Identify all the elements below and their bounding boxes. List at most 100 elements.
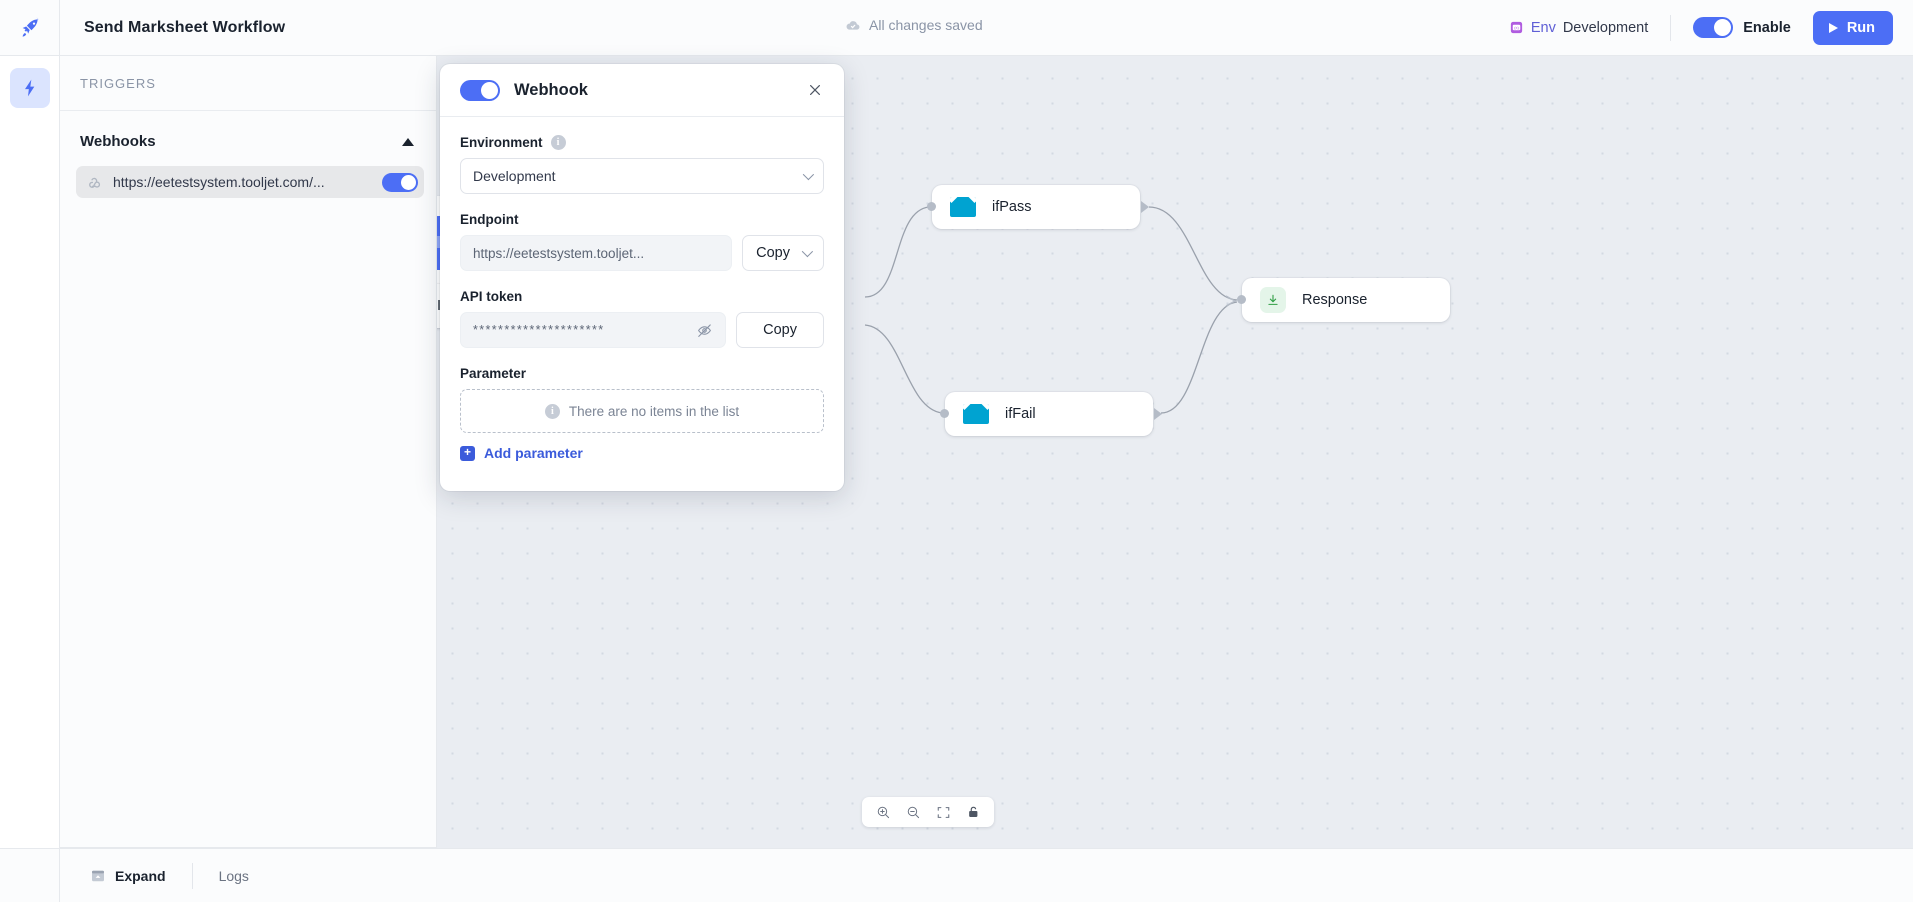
api-token-input[interactable]: *********************: [460, 312, 727, 348]
sidebar-heading: TRIGGERS: [60, 56, 436, 111]
eye-off-icon[interactable]: [696, 322, 713, 339]
api-token-label: API token: [460, 289, 523, 304]
run-button-label: Run: [1846, 19, 1875, 36]
zoom-in-button[interactable]: [870, 799, 896, 825]
top-bar-actions: (x) Env Development Enable Run: [1509, 0, 1893, 55]
divider: [1670, 14, 1672, 41]
svg-text:(x): (x): [1514, 25, 1519, 30]
play-icon: [1828, 22, 1838, 33]
mail-icon: [950, 197, 976, 217]
expand-label: Expand: [115, 867, 166, 884]
plus-square-icon: +: [460, 445, 475, 461]
endpoint-input[interactable]: https://eetestsystem.tooljet...: [460, 235, 733, 271]
environment-label: Env: [1530, 19, 1556, 36]
info-icon: i: [544, 403, 560, 419]
zoom-out-button[interactable]: [900, 799, 926, 825]
lightning-bolt-icon: [24, 79, 34, 97]
canvas-controls: [862, 797, 994, 827]
save-status: All changes saved: [845, 17, 983, 33]
add-parameter-button[interactable]: + Add parameter: [460, 445, 824, 461]
field-label: Environment i: [460, 135, 824, 150]
chevron-down-icon[interactable]: [801, 245, 814, 258]
response-icon: [1260, 287, 1286, 313]
panel-title: Webhook: [514, 80, 588, 99]
variable-icon: (x): [1510, 21, 1522, 34]
api-token-value: *********************: [473, 323, 605, 337]
environment-select[interactable]: Development: [460, 158, 824, 194]
node-input-handle[interactable]: [940, 409, 949, 418]
logs-label: Logs: [218, 867, 249, 884]
endpoint-value: https://eetestsystem.tooljet...: [473, 245, 645, 261]
zoom-out-icon: [907, 806, 919, 818]
node-ifpass[interactable]: ifPass: [927, 185, 1149, 229]
run-button[interactable]: Run: [1812, 10, 1893, 45]
rocket-icon: [22, 16, 38, 37]
endpoint-row: https://eetestsystem.tooljet... Copy: [460, 235, 824, 271]
endpoint-label: Endpoint: [460, 212, 519, 227]
mail-icon: [963, 404, 989, 424]
fit-view-icon: [937, 806, 949, 818]
bottom-bar: Expand Logs: [0, 848, 1913, 902]
triggers-rail-button[interactable]: [9, 68, 50, 108]
sidebar-item-webhook[interactable]: https://eetestsystem.tooljet.com/...: [76, 166, 424, 198]
add-parameter-label: Add parameter: [484, 445, 583, 461]
webhook-enable-toggle[interactable]: [460, 79, 500, 101]
node-output-handle[interactable]: [1154, 408, 1162, 420]
endpoint-copy-button[interactable]: Copy: [742, 235, 824, 271]
panel-body: Environment i Development Endpoint https…: [440, 117, 844, 491]
fit-view-button[interactable]: [930, 799, 956, 825]
bottom-bar-spacer: [0, 849, 60, 902]
node-input-handle[interactable]: [927, 202, 936, 211]
webhook-settings-panel: Webhook Environment i Development: [440, 64, 844, 491]
cloud-check-icon: [846, 21, 860, 30]
api-token-copy-label: Copy: [763, 322, 797, 338]
api-token-field: API token *********************: [460, 289, 824, 348]
environment-value: Development: [1562, 19, 1649, 36]
environment-selector[interactable]: (x) Env Development: [1509, 20, 1670, 36]
divider: [60, 847, 437, 848]
webhook-enable-toggle[interactable]: [382, 172, 418, 192]
enable-control[interactable]: Enable: [1671, 17, 1813, 38]
page-title: Send Marksheet Workflow: [84, 18, 286, 36]
sidebar-item-label: https://eetestsystem.tooljet.com/...: [113, 174, 325, 190]
node-label: ifFail: [1005, 406, 1036, 422]
field-label: Endpoint: [460, 212, 824, 227]
caret-up-icon[interactable]: [402, 137, 414, 146]
api-token-row: ********************* Copy: [460, 312, 824, 348]
lock-button[interactable]: [960, 799, 986, 825]
environment-select-value: Development: [473, 168, 556, 184]
node-iffail[interactable]: ifFail: [940, 392, 1162, 436]
expand-panel-icon: [92, 870, 104, 881]
api-token-copy-button[interactable]: Copy: [736, 312, 824, 348]
expand-button[interactable]: Expand: [60, 868, 192, 884]
enable-toggle[interactable]: [1693, 17, 1734, 38]
save-status-text: All changes saved: [869, 17, 983, 33]
enable-label: Enable: [1743, 19, 1791, 36]
top-bar: Send Marksheet Workflow All changes save…: [0, 0, 1913, 56]
info-icon[interactable]: i: [550, 135, 566, 150]
node-output-handle[interactable]: [1141, 201, 1149, 213]
node-input-handle[interactable]: [1237, 295, 1246, 304]
parameter-field: Parameter i There are no items in the li…: [460, 366, 824, 461]
endpoint-copy-label: Copy: [756, 245, 790, 261]
sidebar-section-title: Webhooks: [80, 133, 156, 150]
environment-field: Environment i Development: [460, 135, 824, 194]
zoom-in-icon: [877, 806, 889, 818]
node-response[interactable]: Response: [1237, 278, 1450, 322]
app-logo[interactable]: [0, 0, 60, 55]
webhook-icon: [89, 177, 101, 188]
endpoint-field: Endpoint https://eetestsystem.tooljet...…: [460, 212, 824, 271]
edge-layer: [864, 206, 1238, 414]
sidebar-section-webhooks[interactable]: Webhooks: [60, 111, 436, 150]
triggers-sidebar: TRIGGERS Webhooks https://eetestsystem.t…: [60, 56, 437, 848]
close-icon[interactable]: [804, 79, 826, 101]
environment-label: Environment: [460, 135, 543, 150]
lock-icon: [968, 806, 977, 817]
node-label: ifPass: [992, 199, 1032, 215]
parameter-empty-state: i There are no items in the list: [460, 389, 824, 433]
parameter-empty-text: There are no items in the list: [568, 403, 740, 419]
logs-button[interactable]: Logs: [191, 862, 275, 889]
left-rail: [0, 56, 60, 902]
chevron-down-icon: [802, 168, 815, 181]
